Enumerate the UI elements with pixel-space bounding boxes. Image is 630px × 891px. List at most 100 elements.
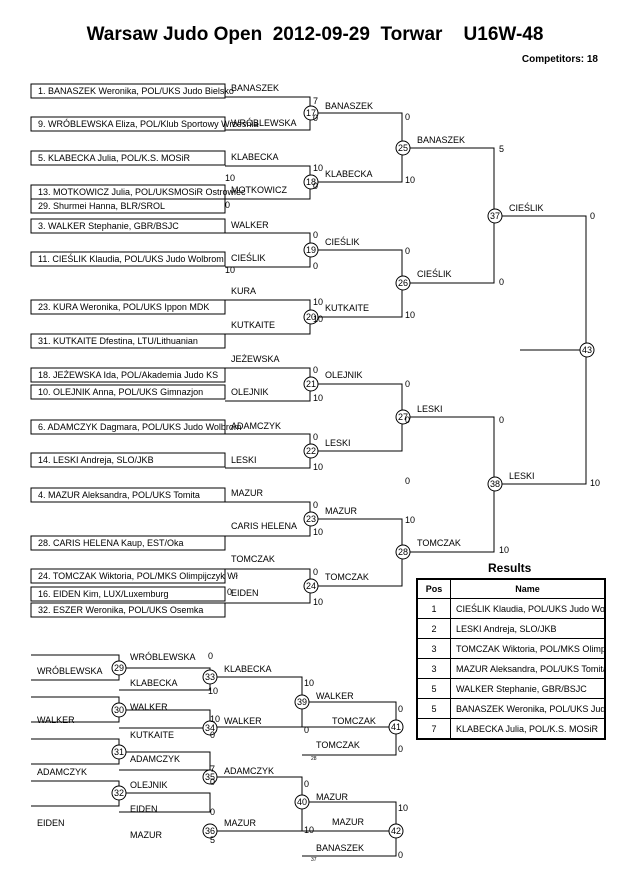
score: 10 [405,310,415,320]
score: 0 [313,113,318,123]
score: 0 [405,112,410,122]
match-number: 24 [306,581,316,591]
score: 10 [405,515,415,525]
entry-name: 1. BANASZEK Weronika, POL/UKS Judo Biels… [38,86,234,96]
repechage-label: WALKER [316,691,354,701]
score: 0 [499,415,504,425]
match-circle [395,140,411,156]
match-number: 17 [306,108,316,118]
round2-label: KLABECKA [325,169,373,179]
match-circle [294,694,310,710]
repechage-label: KLABECKA [224,664,272,674]
results-name: LESKI Andreja, SLO/JKB [450,618,604,639]
results-pos: 5 [418,698,451,719]
score: 10 [313,527,323,537]
entry-name: 9. WRÓBLEWSKA Eliza, POL/Klub Sportowy W… [38,119,258,129]
match-circle [111,660,127,676]
match-number: 42 [391,826,401,836]
match-circle [388,823,404,839]
score: 5 [210,835,215,845]
match-number: 35 [205,772,215,782]
match-number: 21 [306,379,316,389]
score: 10 [313,163,323,173]
round2-label: OLEJNIK [325,370,363,380]
score: 0 [225,200,230,210]
round3-label: CIEŚLIK [417,268,452,279]
match-number: 33 [205,672,215,682]
round1-label: CIEŚLIK [231,252,266,263]
round1-label: KURA [231,286,256,296]
results-name: ADAMCZYK Dagmara, POL/UKS Judo [451,739,605,741]
repechage-label: TOMCZAK [316,740,360,750]
match-circle [202,720,218,736]
score: 0 [313,230,318,240]
repechage-label: WRÓBLEWSKA [37,666,103,676]
results-name: TOMCZAK Wiktoria, POL/MKS Olimpijczyk [450,638,604,659]
results-pos: 5 [418,678,451,699]
match-circle [303,309,319,325]
score: 10 [225,173,235,183]
score: 10 [313,314,323,324]
match-number: 34 [205,723,215,733]
entry-name: 32. ESZER Weronika, POL/UKS Osemka [38,605,203,615]
entry-name: 10. OLEJNIK Anna, POL/UKS Gimnazjon [38,387,203,397]
match-number: 28 [398,547,408,557]
match-circle [487,208,503,224]
match-number: 18 [306,177,316,187]
round4-label: CIEŚLIK [509,202,544,213]
score: 0 [210,807,215,817]
score: 7 [313,96,318,106]
round3-label: LESKI [417,404,443,414]
score: 10 [405,175,415,185]
results-name: BANASZEK Weronika, POL/UKS Judo [450,698,604,719]
entry-name: 6. ADAMCZYK Dagmara, POL/UKS Judo Wolbro… [38,422,241,432]
round1-label: ADAMCZYK [231,421,281,431]
repechage-label: WALKER [130,702,168,712]
entry-name: 29. Shurmei Hanna, BLR/SROL [38,201,165,211]
round2-label: LESKI [325,438,351,448]
match-circle [303,174,319,190]
round2-label: TOMCZAK [325,572,369,582]
score: 10 [499,545,509,555]
match-number: 37 [490,211,500,221]
round1-label: JEŻEWSKA [231,354,280,364]
score: 10 [398,803,408,813]
score: 7 [210,764,215,774]
repechage-label: MAZUR [332,817,364,827]
score: 0 [210,777,215,787]
repechage-label: WALKER [37,715,75,725]
page-title: Warsaw Judo Open 2012-09-29 Torwar U16W-… [86,24,544,45]
match-number: 23 [306,514,316,524]
score: 0 [398,744,403,754]
match-circle [294,794,310,810]
match-circle [111,702,127,718]
match-number: 31 [114,747,124,757]
score: 0 [208,651,213,661]
score: 10 [225,265,235,275]
round1-label: EIDEN [231,588,259,598]
match-circle [303,242,319,258]
score: 0 [398,704,403,714]
match-ref: 37 [311,857,317,863]
round1-label: WALKER [231,220,269,230]
repechage-label: KUTKAITE [130,730,174,740]
results-name: WALKER Stephanie, GBR/BSJC [450,678,604,699]
round2-label: MAZUR [325,506,357,516]
match-circle [395,409,411,425]
repechage-label: BANASZEK [316,843,364,853]
results-pos: 3 [418,638,451,659]
score: 0 [398,850,403,860]
results-title: Results [488,561,532,575]
score: 10 [304,825,314,835]
round4-label: LESKI [509,471,535,481]
round2-label: CIEŚLIK [325,236,360,247]
round1-label: WRÓBLEWSKA [231,118,297,128]
